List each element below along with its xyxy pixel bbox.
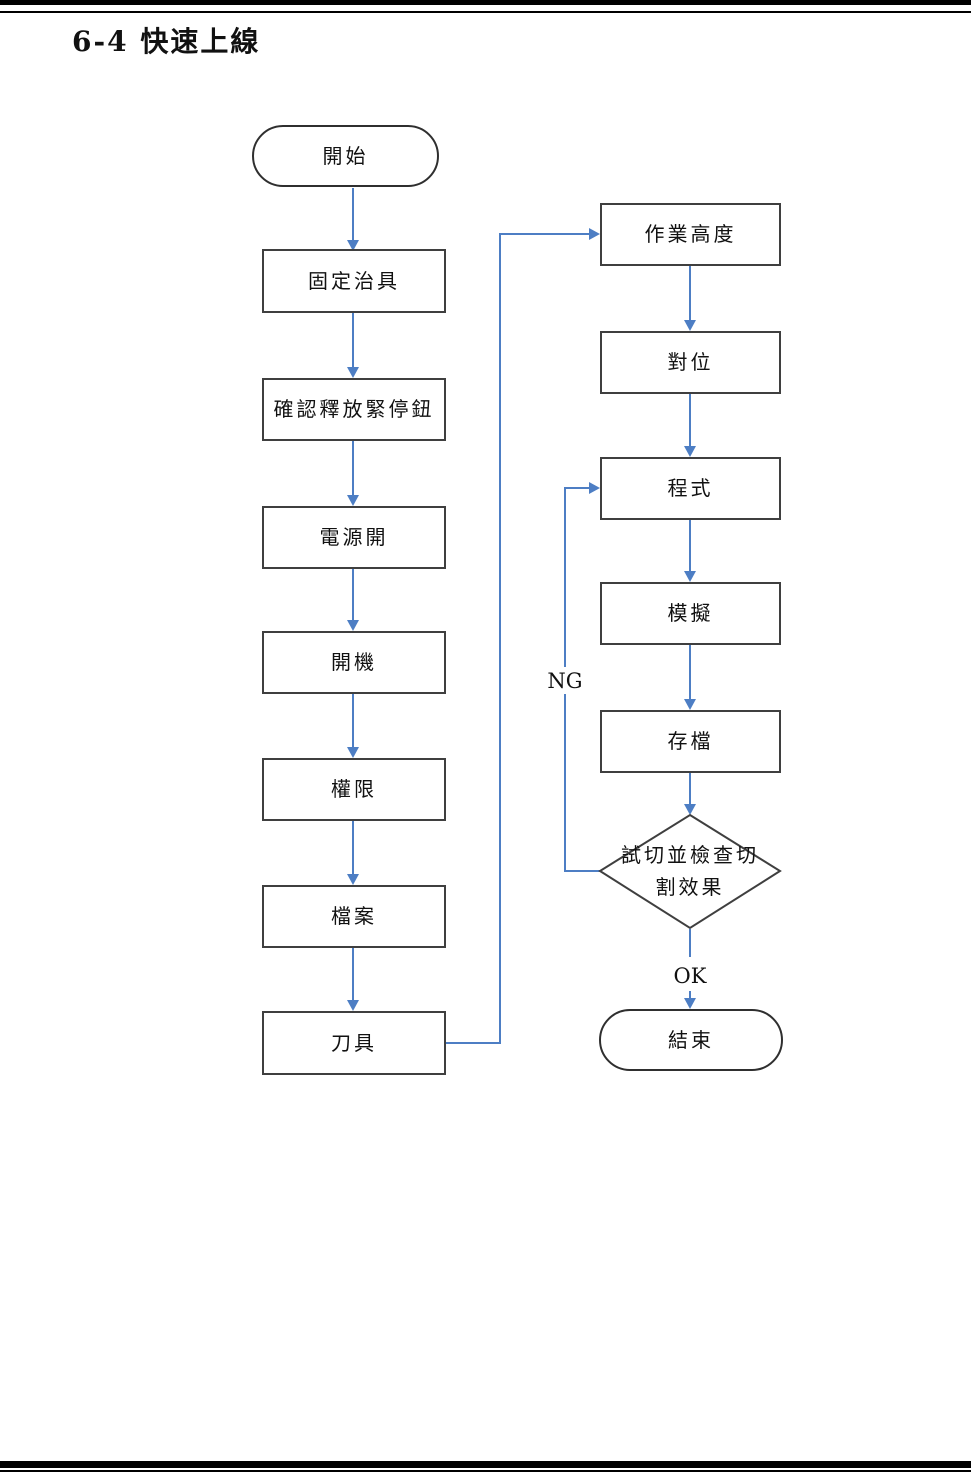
top-border-thick	[0, 0, 971, 5]
node-fix-jig: 固定治具	[262, 249, 446, 313]
node-work-height: 作業高度	[600, 203, 781, 266]
node-power-on: 電源開	[262, 506, 446, 569]
edge-alignment-to-program	[684, 394, 696, 457]
node-simulation: 模擬	[600, 582, 781, 645]
edge-simulation-to-save	[684, 645, 696, 710]
node-file: 檔案	[262, 885, 446, 948]
node-end: 結束	[599, 1009, 783, 1071]
edge-decision-ok-to-end	[684, 929, 696, 1009]
bottom-border-thin	[0, 1470, 971, 1472]
edge-program-to-simulation	[684, 520, 696, 582]
edge-boot-to-permission	[347, 694, 359, 758]
edge-label-ok: OK	[670, 962, 710, 989]
node-boot: 開機	[262, 631, 446, 694]
node-tool: 刀具	[262, 1011, 446, 1075]
decision-diamond-shape	[598, 813, 782, 930]
node-release-estop: 確認釋放緊停鈕	[262, 378, 446, 441]
edge-label-ng: NG	[545, 667, 585, 694]
node-test-cut-decision: 試切並檢查切割效果	[621, 843, 759, 899]
node-alignment: 對位	[600, 331, 781, 394]
edge-start-to-fixjig	[347, 188, 359, 251]
edge-permission-to-file	[347, 821, 359, 885]
node-program: 程式	[600, 457, 781, 520]
top-border-thin	[0, 11, 971, 13]
edge-tool-to-workheight	[446, 228, 600, 1044]
edge-fixjig-to-estop	[347, 313, 359, 378]
edge-save-to-decision	[684, 773, 696, 815]
section-title: 6-4 快速上線	[72, 25, 261, 58]
bottom-border-thick	[0, 1461, 971, 1468]
edge-file-to-tool	[347, 948, 359, 1011]
edge-workheight-to-alignment	[684, 266, 696, 331]
node-start: 開始	[252, 125, 439, 187]
node-save-file: 存檔	[600, 710, 781, 773]
node-permission: 權限	[262, 758, 446, 821]
edge-poweron-to-boot	[347, 569, 359, 631]
edge-estop-to-poweron	[347, 441, 359, 506]
